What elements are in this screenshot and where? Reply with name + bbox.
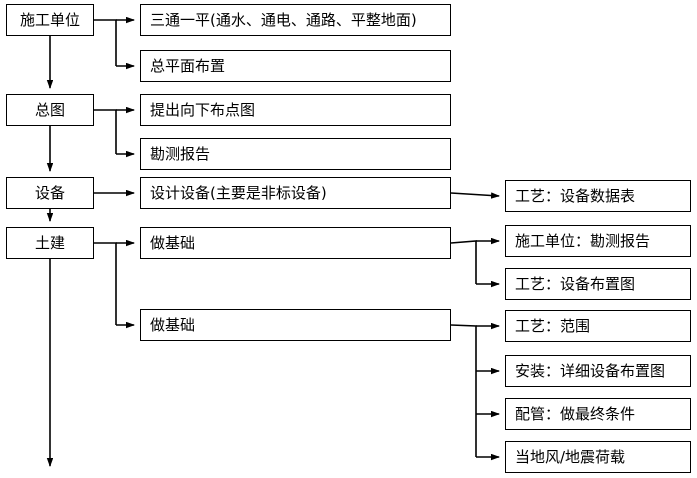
node-input-local-wind-seismic-load[interactable]: 当地风/地震荷载	[505, 441, 691, 473]
node-task-foundation-1[interactable]: 做基础	[140, 227, 451, 259]
connector-design-equipment-branch	[450, 192, 500, 199]
node-label: 做基础	[150, 315, 196, 334]
node-task-design-equipment[interactable]: 设计设备(主要是非标设备)	[140, 177, 451, 209]
node-label: 安装：详细设备布置图	[515, 361, 666, 380]
node-label: 施工单位	[19, 10, 80, 29]
node-task-general-layout[interactable]: 总平面布置	[140, 50, 451, 82]
node-task-survey-report[interactable]: 勘测报告	[140, 138, 451, 170]
connector-foundation-2-trunk	[450, 324, 477, 457]
node-task-foundation-2[interactable]: 做基础	[140, 309, 451, 341]
node-label: 工艺：设备数据表	[515, 186, 636, 205]
node-label: 工艺：范围	[515, 316, 591, 335]
connector-master-plan-trunk	[94, 109, 117, 154]
node-stage-master-plan[interactable]: 总图	[6, 94, 94, 126]
node-label: 设备	[34, 183, 65, 202]
connector-civil-trunk	[94, 242, 117, 325]
node-label: 提出向下布点图	[150, 100, 256, 119]
node-stage-equipment[interactable]: 设备	[6, 177, 94, 209]
node-input-process-scope[interactable]: 工艺：范围	[505, 310, 691, 342]
node-task-downward-point-map[interactable]: 提出向下布点图	[140, 94, 451, 126]
node-input-install-detailed-layout[interactable]: 安装：详细设备布置图	[505, 355, 691, 387]
node-label: 设计设备(主要是非标设备)	[150, 183, 327, 202]
node-stage-construction-unit[interactable]: 施工单位	[6, 4, 94, 36]
node-label: 做基础	[150, 233, 196, 252]
node-label: 当地风/地震荷载	[515, 447, 626, 466]
node-label: 施工单位：勘测报告	[515, 231, 651, 250]
connector-construction-unit-trunk	[94, 19, 117, 66]
node-stage-civil[interactable]: 土建	[6, 227, 94, 259]
node-input-process-equipment-datasheet[interactable]: 工艺：设备数据表	[505, 180, 691, 212]
node-label: 工艺：设备布置图	[515, 274, 636, 293]
node-label: 配管：做最终条件	[515, 404, 636, 423]
node-label: 总平面布置	[150, 56, 226, 75]
node-task-three-connections[interactable]: 三通一平(通水、通电、通路、平整地面)	[140, 4, 451, 36]
node-input-piping-final-conditions[interactable]: 配管：做最终条件	[505, 398, 691, 430]
node-input-process-equipment-layout[interactable]: 工艺：设备布置图	[505, 268, 691, 300]
node-label: 总图	[34, 100, 65, 119]
node-label: 勘测报告	[150, 144, 211, 163]
node-input-construction-survey-report[interactable]: 施工单位：勘测报告	[505, 225, 691, 257]
connector-foundation-1-trunk	[450, 240, 477, 284]
node-label: 土建	[34, 233, 65, 252]
node-label: 三通一平(通水、通电、通路、平整地面)	[150, 10, 417, 29]
